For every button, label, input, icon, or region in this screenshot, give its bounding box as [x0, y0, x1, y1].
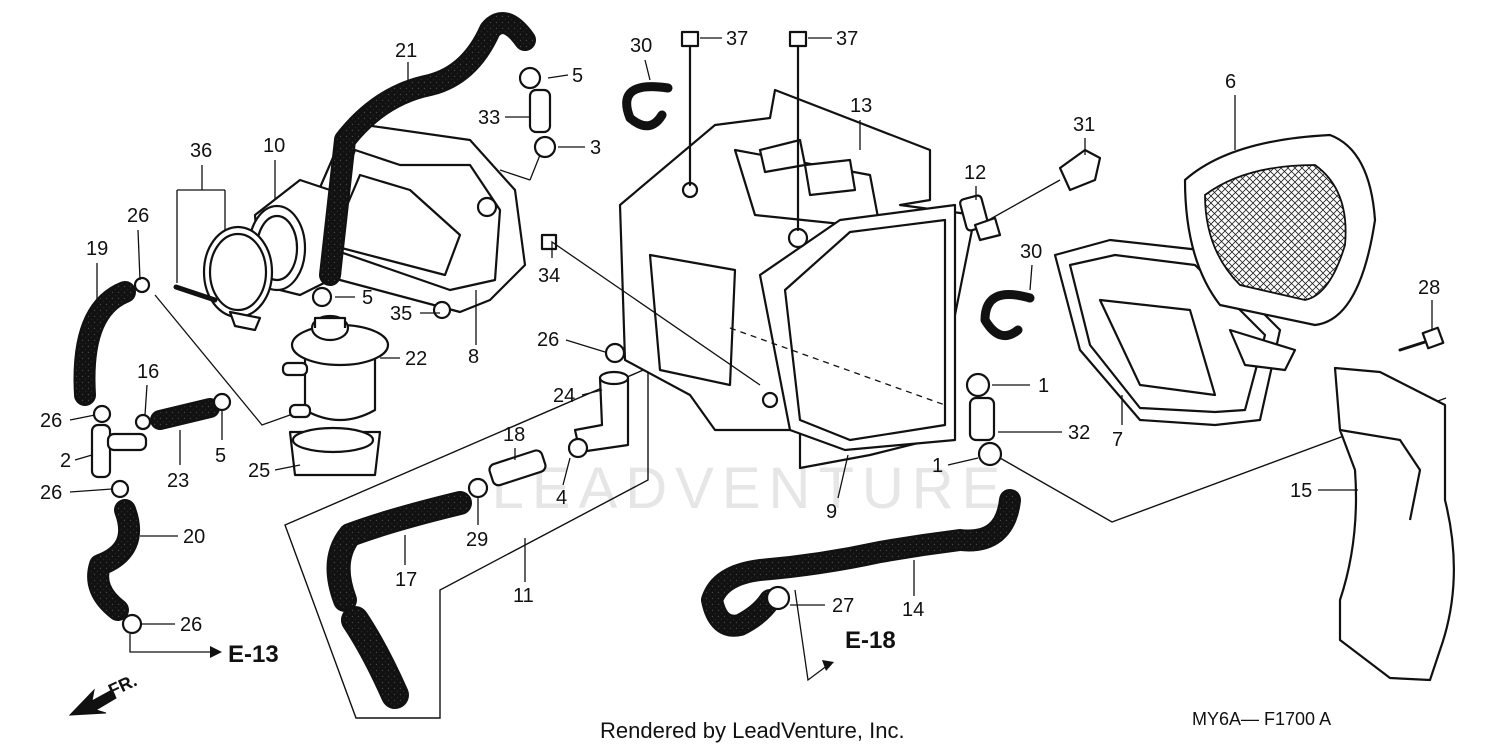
front-arrow: FR. [68, 670, 140, 716]
callout-1-upper: 1 [1038, 375, 1049, 397]
callout-28: 28 [1418, 277, 1440, 299]
callout-13: 13 [850, 95, 872, 117]
callout-26-mid: 26 [40, 410, 62, 432]
callout-26-bottom: 26 [180, 614, 202, 636]
air-duct [1333, 366, 1455, 682]
callout-23: 23 [167, 470, 189, 492]
callout-22: 22 [405, 348, 427, 370]
hose-band [173, 225, 274, 332]
straight-joint [488, 449, 547, 487]
callout-2: 2 [60, 450, 71, 472]
callout-7: 7 [1112, 429, 1123, 451]
footer-credit: Rendered by LeadVenture, Inc. [600, 718, 905, 743]
callout-20: 20 [183, 526, 205, 548]
right-bracket-line [999, 397, 1447, 523]
diagram-code: MY6A— F1700 A [1192, 709, 1331, 729]
clamp-bands [622, 82, 1035, 341]
callout-4: 4 [556, 487, 567, 509]
callout-24: 24 [553, 385, 575, 407]
callout-19: 19 [86, 238, 108, 260]
air-valve [281, 314, 390, 421]
callout-30-right: 30 [1020, 241, 1042, 263]
callout-5-mid: 5 [362, 287, 373, 309]
valve-base [288, 426, 382, 477]
callout-26-low: 26 [40, 482, 62, 504]
callout-17: 17 [395, 569, 417, 591]
callout-36: 36 [190, 140, 212, 162]
watermark-text: LEADVENTURE [492, 456, 1009, 521]
air-cleaner-case [618, 88, 977, 470]
callout-27: 27 [832, 595, 854, 617]
watermark: LEADVENTURE [492, 456, 1009, 521]
callout-12: 12 [964, 162, 986, 184]
air-filter-element [1183, 133, 1377, 327]
callout-11: 11 [513, 585, 534, 607]
callout-32: 32 [1068, 422, 1090, 444]
joint-small [528, 88, 552, 134]
callout-26-kit: 26 [537, 329, 559, 351]
ref-e18: E-18 [845, 627, 896, 654]
ref-e13: E-13 [228, 641, 279, 668]
callout-34: 34 [538, 265, 560, 287]
callout-6: 6 [1225, 71, 1236, 93]
joint-right [968, 396, 996, 442]
callout-29: 29 [466, 529, 488, 551]
callout-16: 16 [137, 361, 159, 383]
callout-33: 33 [478, 107, 500, 129]
callout-37-right: 37 [836, 28, 858, 50]
callout-26-top: 26 [127, 205, 149, 227]
callouts: 5 33 3 21 36 10 26 19 5 35 8 22 16 26 2 … [40, 28, 1440, 682]
callout-14: 14 [902, 599, 924, 621]
callout-37-left: 37 [726, 28, 748, 50]
case-hidden-line [729, 327, 946, 406]
hoses [73, 12, 1021, 709]
callout-8: 8 [468, 346, 479, 368]
bracket-fitting [959, 148, 1102, 242]
bolts [432, 30, 1445, 352]
callout-15: 15 [1290, 480, 1312, 502]
callout-30-left: 30 [630, 35, 652, 57]
callout-35: 35 [390, 303, 412, 325]
callout-5-upper: 5 [572, 65, 583, 87]
t-joint [90, 423, 148, 479]
callout-1-lower: 1 [932, 455, 943, 477]
callout-9: 9 [826, 501, 837, 523]
callout-5-low: 5 [215, 445, 226, 467]
callout-18: 18 [503, 424, 525, 446]
callout-10: 10 [263, 135, 285, 157]
clips [92, 66, 1003, 635]
callout-21: 21 [395, 40, 417, 62]
callout-25: 25 [248, 460, 270, 482]
callout-31: 31 [1073, 114, 1095, 136]
callout-3: 3 [590, 137, 601, 159]
